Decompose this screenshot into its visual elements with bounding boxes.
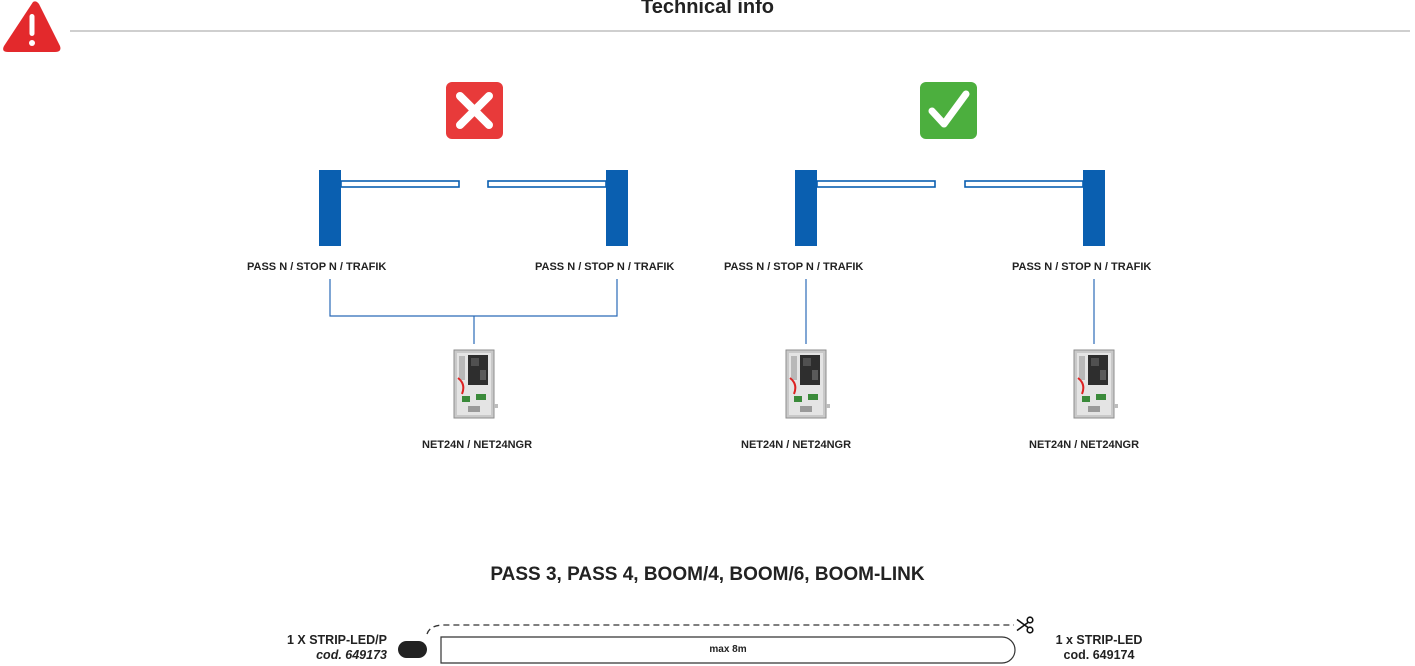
strip-left-label: 1 X STRIP-LED/P (286, 633, 387, 647)
scissors-icon (1016, 616, 1034, 634)
strip-led-diagram (398, 624, 1016, 664)
controller-label-correct-left: NET24N / NET24NGR (741, 439, 852, 451)
barrier-wrong-left (319, 170, 460, 246)
barrier-correct-left (795, 170, 936, 246)
barrier-label-correct-right: PASS N / STOP N / TRAFIK (1012, 261, 1152, 273)
wiring-wrong (329, 279, 618, 344)
strip-right-code: cod. 649174 (1063, 648, 1135, 662)
barrier-wrong-right (487, 170, 628, 246)
controller-box-correct-right (1073, 349, 1119, 419)
barrier-correct-right (964, 170, 1105, 246)
title-divider (70, 30, 1410, 32)
strip-right-caption: 1 x STRIP-LED cod. 649174 (1036, 633, 1162, 663)
controller-label-correct-right: NET24N / NET24NGR (1029, 439, 1140, 451)
strip-left-caption: 1 X STRIP-LED/P cod. 649173 (230, 633, 387, 663)
strip-right-label: 1 x STRIP-LED (1055, 633, 1143, 647)
page-title: Technical info (641, 0, 774, 18)
controller-box-wrong (453, 349, 499, 419)
strip-left-code: cod. 649173 (316, 648, 387, 662)
barrier-label-wrong-left: PASS N / STOP N / TRAFIK (247, 261, 387, 273)
check-icon (920, 82, 977, 139)
barrier-label-wrong-right: PASS N / STOP N / TRAFIK (535, 261, 675, 273)
cross-icon (446, 82, 503, 139)
controller-box-correct-left (785, 349, 831, 419)
section-title: PASS 3, PASS 4, BOOM/4, BOOM/6, BOOM-LIN… (490, 564, 925, 585)
warning-triangle-icon (3, 1, 61, 53)
controller-label-wrong: NET24N / NET24NGR (422, 439, 533, 451)
barrier-label-correct-left: PASS N / STOP N / TRAFIK (724, 261, 864, 273)
strip-length-label: max 8m (709, 644, 747, 655)
wiring-correct (805, 279, 1095, 344)
